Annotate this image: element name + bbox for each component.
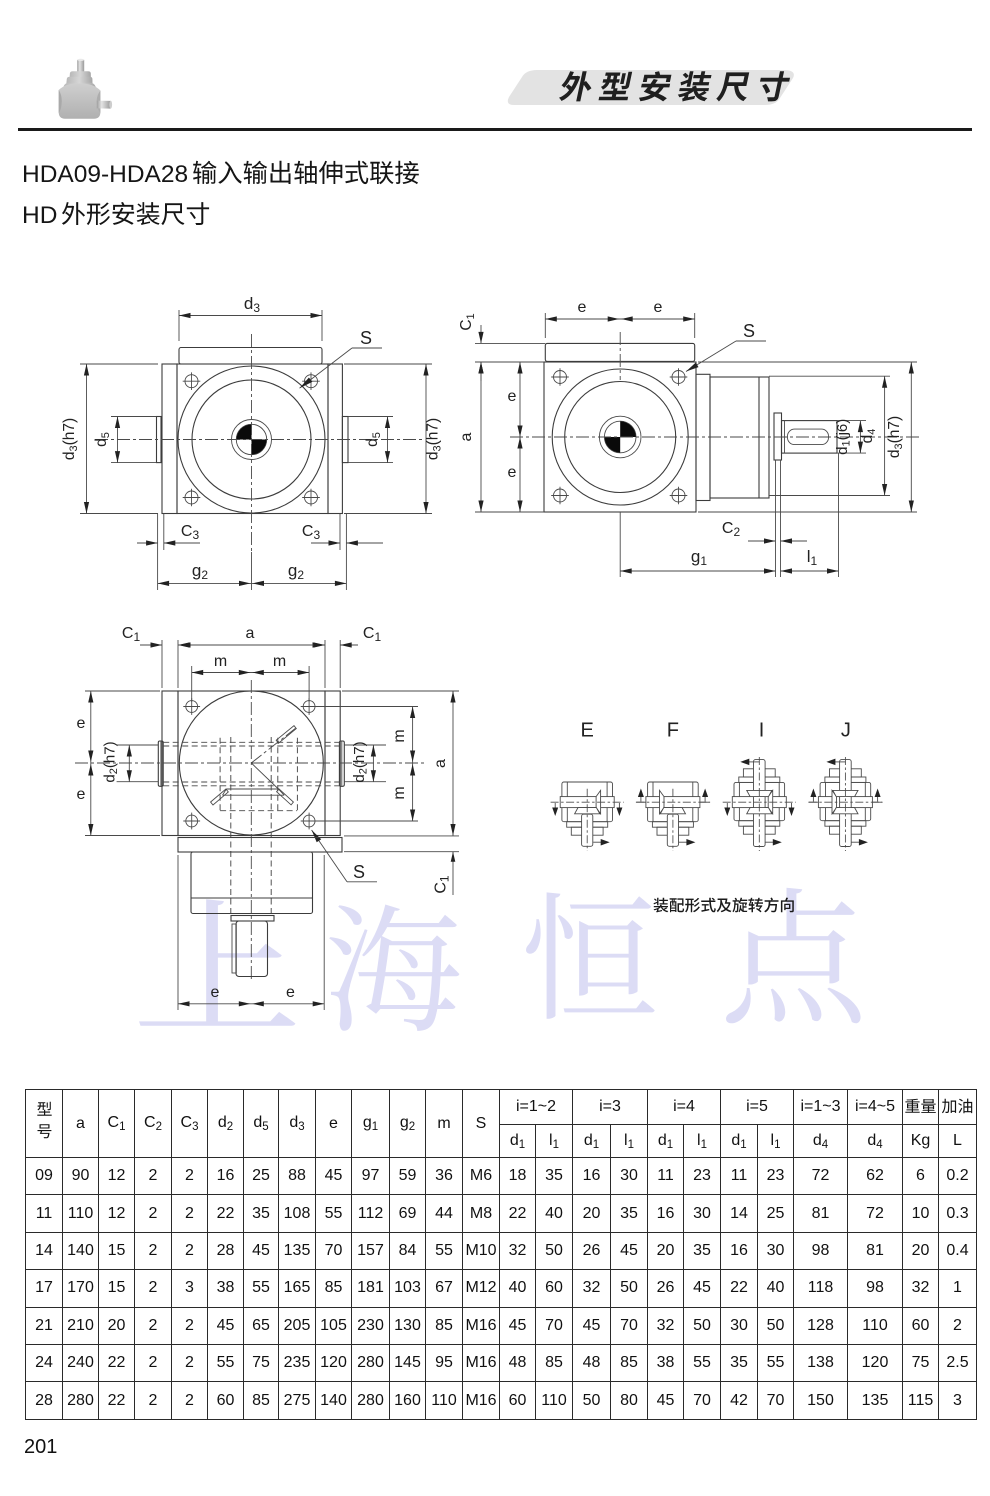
- svg-text:d2(h7): d2(h7): [351, 741, 370, 782]
- svg-text:C1: C1: [363, 625, 382, 644]
- svg-text:S: S: [743, 321, 755, 341]
- svg-text:g1: g1: [691, 547, 707, 568]
- svg-text:J: J: [841, 720, 851, 742]
- svg-text:F: F: [667, 720, 679, 742]
- svg-text:S: S: [353, 862, 365, 882]
- svg-text:m: m: [391, 729, 408, 742]
- svg-text:HDA09-HDA28: HDA09-HDA28: [22, 161, 188, 188]
- svg-text:C3: C3: [181, 523, 200, 542]
- svg-text:l1: l1: [807, 547, 818, 568]
- svg-text:C1: C1: [122, 625, 141, 644]
- svg-text:d3(h7): d3(h7): [425, 418, 444, 460]
- svg-text:a: a: [432, 759, 449, 768]
- svg-text:e: e: [654, 299, 663, 316]
- svg-text:C3: C3: [302, 523, 321, 542]
- svg-text:S: S: [360, 328, 372, 348]
- svg-text:e: e: [286, 984, 295, 1001]
- svg-text:e: e: [508, 464, 517, 481]
- svg-text:d2(h7): d2(h7): [102, 741, 121, 782]
- svg-text:m: m: [273, 653, 286, 670]
- svg-text:m: m: [391, 786, 408, 799]
- svg-text:I: I: [759, 720, 765, 742]
- svg-text:d1(j6): d1(j6): [834, 419, 853, 455]
- svg-text:C1: C1: [458, 313, 477, 330]
- svg-text:e: e: [578, 299, 587, 316]
- svg-text:d3(h7): d3(h7): [61, 418, 80, 460]
- svg-text:E: E: [581, 720, 594, 742]
- svg-text:HD: HD: [22, 202, 57, 229]
- svg-text:C1: C1: [433, 875, 452, 894]
- svg-text:a: a: [458, 432, 475, 441]
- svg-text:e: e: [508, 388, 517, 405]
- svg-text:d3: d3: [244, 294, 260, 315]
- svg-text:e: e: [77, 715, 86, 732]
- svg-text:e: e: [211, 984, 220, 1001]
- svg-text:g2: g2: [192, 561, 208, 582]
- svg-text:m: m: [214, 653, 227, 670]
- svg-text:a: a: [246, 625, 255, 642]
- svg-text:d5: d5: [364, 432, 383, 447]
- svg-text:d3(h7): d3(h7): [886, 416, 905, 458]
- svg-text:C2: C2: [722, 520, 741, 539]
- svg-text:g2: g2: [288, 561, 304, 582]
- svg-text:d5: d5: [93, 432, 112, 447]
- svg-text:e: e: [77, 786, 86, 803]
